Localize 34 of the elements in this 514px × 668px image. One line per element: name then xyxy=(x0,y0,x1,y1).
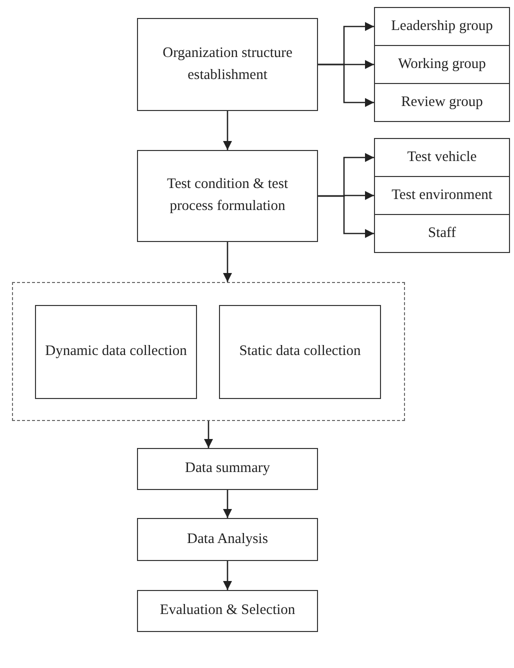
process-box xyxy=(137,18,318,111)
process-box xyxy=(374,83,510,122)
arrow xyxy=(223,111,232,150)
box-label: Leadership group xyxy=(391,16,493,36)
process-box xyxy=(374,214,510,253)
process-box xyxy=(137,448,318,490)
process-box xyxy=(137,150,318,242)
box-label: Test environment xyxy=(392,186,492,205)
box-label: Data Analysis xyxy=(187,530,268,549)
process-box xyxy=(219,305,381,399)
box-label: Organization structure establishment xyxy=(162,44,294,84)
process-box xyxy=(137,590,318,632)
arrow xyxy=(318,195,374,238)
box-label: Test condition & test process formulation xyxy=(166,175,289,216)
box-label: Working group xyxy=(398,54,486,74)
arrow xyxy=(223,561,232,590)
process-box xyxy=(137,518,318,561)
arrow xyxy=(223,242,232,282)
process-box xyxy=(374,176,510,215)
process-box xyxy=(35,305,197,399)
arrow xyxy=(204,421,213,448)
box-label: Static data collection xyxy=(239,342,361,362)
process-box xyxy=(374,7,510,46)
arrow xyxy=(223,490,232,518)
box-label: Staff xyxy=(428,224,456,243)
box-label: Dynamic data collection xyxy=(45,342,187,362)
process-box xyxy=(374,45,510,84)
group-box xyxy=(12,282,405,421)
arrow xyxy=(318,64,374,107)
box-label: Review group xyxy=(401,92,483,112)
box-label: Evaluation & Selection xyxy=(160,601,296,620)
box-label: Test vehicle xyxy=(407,148,477,167)
process-box xyxy=(374,138,510,177)
box-label: Data summary xyxy=(185,459,270,478)
